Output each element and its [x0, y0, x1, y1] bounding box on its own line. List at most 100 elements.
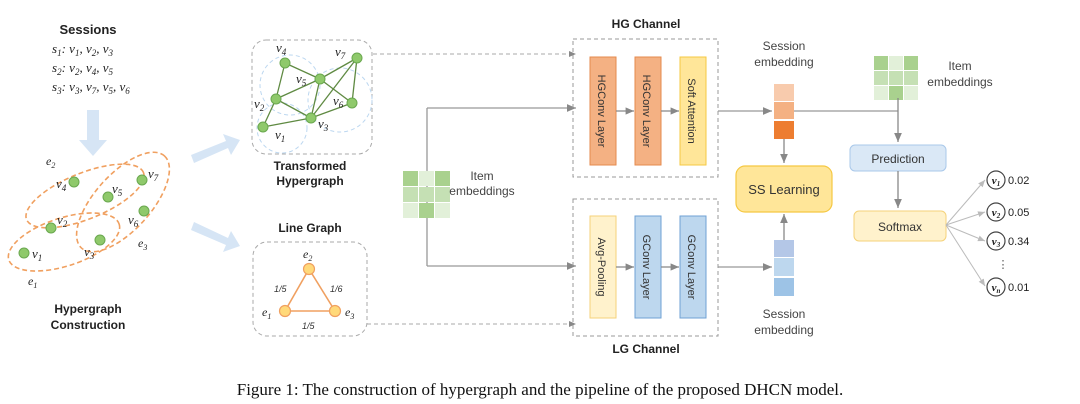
transformed-title-line2: Hypergraph	[276, 174, 343, 188]
hgconv-layer-2-label: HGConv Layer	[640, 75, 652, 148]
figure-caption: Figure 1: The construction of hypergraph…	[237, 380, 844, 399]
lg-node-e2	[302, 262, 316, 276]
lg-node-e1	[278, 304, 292, 318]
hg-channel-title: HG Channel	[612, 17, 681, 31]
ss-learning-label: SS Learning	[748, 182, 820, 197]
output-node-circle	[986, 170, 1006, 190]
embedding-cell	[874, 86, 888, 100]
session-embedding-top-line1: Session	[763, 39, 806, 53]
session-line: s2: v2, v4, v5	[52, 60, 114, 77]
hg-channel-box	[572, 38, 719, 178]
session-embedding-top-vector	[774, 84, 794, 139]
node-v7	[136, 174, 148, 186]
label-v3: v3	[84, 244, 95, 261]
down-arrow-icon	[79, 110, 107, 156]
item-embeddings-grid-right	[874, 56, 918, 100]
arrow-to-line-graph-icon	[191, 222, 240, 252]
hyperedge-e3	[75, 151, 171, 253]
output-probability: 0.02	[1008, 175, 1029, 187]
embedding-cell	[403, 187, 418, 202]
soft-attention-label: Soft Attention	[685, 78, 697, 143]
t-label-v7: v7	[335, 44, 346, 61]
softmax-box	[853, 210, 947, 242]
lg-label-e3: e3	[345, 305, 354, 321]
label-v1: v1	[32, 246, 42, 263]
label-e2: e2	[46, 154, 55, 170]
t-label-v1: v1	[275, 127, 285, 144]
item-embeddings-left-line1: Item	[470, 169, 493, 183]
output-node-circle	[986, 277, 1006, 297]
embedding-cell	[419, 203, 434, 218]
label-e1: e1	[28, 274, 37, 290]
embedding-cell	[874, 71, 888, 85]
label-e3: e3	[138, 236, 147, 252]
output-node-circle	[986, 231, 1006, 251]
node-v5	[102, 191, 114, 203]
prediction-label: Prediction	[871, 152, 924, 166]
t-label-v6: v6	[333, 93, 344, 110]
arrow-to-transformed-icon	[191, 134, 240, 163]
hyperedge-e2	[25, 163, 145, 229]
session-embedding-bottom-line1: Session	[763, 307, 806, 321]
label-v4: v4	[56, 176, 67, 193]
embedding-cell	[889, 71, 903, 85]
lg-label-e2: e2	[303, 247, 312, 263]
softmax-label: Softmax	[878, 220, 922, 234]
t-node-v1	[257, 121, 269, 133]
embedding-cell	[889, 56, 903, 70]
lg-label-e1: e1	[262, 305, 271, 321]
session-line: s3: v3, v7, v5, v6	[52, 79, 130, 96]
embedding-cell	[435, 203, 450, 218]
output-node-circle	[986, 202, 1006, 222]
item-embeddings-left-line2: embeddings	[449, 184, 514, 198]
embedding-cell	[874, 56, 888, 70]
embedding-cell	[403, 171, 418, 186]
gconv-layer-1	[634, 215, 662, 319]
output-item: v1 0.02	[986, 170, 1029, 190]
lg-channel-title: LG Channel	[612, 342, 679, 356]
embedding-cell	[904, 71, 918, 85]
t-node-v2	[270, 93, 282, 105]
session-embedding-bottom-vector	[774, 240, 794, 296]
embedding-cell	[419, 171, 434, 186]
avg-pooling-label: Avg-Pooling	[595, 237, 607, 296]
embedding-cell	[419, 187, 434, 202]
t-label-v4: v4	[276, 40, 287, 57]
node-v3	[94, 234, 106, 246]
t-label-v3: v3	[318, 116, 329, 133]
t-label-v2: v2	[254, 96, 265, 113]
gconv-layer-2	[679, 215, 707, 319]
node-v1	[18, 247, 30, 259]
session-list: s1: v1, v2, v3 s2: v2, v4, v5 s3: v3, v7, …	[52, 41, 130, 96]
weight-e1-e3: 1/5	[302, 321, 316, 331]
transformed-title-line1: Transformed	[274, 159, 347, 173]
t-node-v4	[279, 57, 291, 69]
session-embedding-bottom-line2: embedding	[754, 323, 813, 337]
embedding-cell	[889, 86, 903, 100]
item-embeddings-right-line2: embeddings	[927, 75, 992, 89]
hypergraph-title-line2: Construction	[51, 318, 126, 332]
output-node-label: v1	[992, 175, 1000, 188]
weight-e2-e3: 1/6	[330, 284, 343, 294]
hypergraph	[7, 151, 171, 272]
t-node-v5	[314, 73, 326, 85]
item-embeddings-grid-left	[403, 171, 450, 218]
t-node-v3	[305, 112, 317, 124]
label-v7: v7	[148, 166, 159, 183]
gconv-layer-1-label: GConv Layer	[640, 235, 652, 300]
t-node-v6	[346, 97, 358, 109]
gconv-layer-2-label: GConv Layer	[685, 235, 697, 300]
hypergraph-title-line1: Hypergraph	[54, 302, 121, 316]
node-v2	[45, 222, 57, 234]
label-v6: v6	[128, 212, 139, 229]
weight-e1-e2: 1/5	[274, 284, 288, 294]
soft-attention-layer	[679, 56, 707, 166]
ellipsis: ⋮	[998, 259, 1009, 271]
session-line: s1: v1, v2, v3	[52, 41, 114, 58]
hgconv-layer-2	[634, 56, 662, 166]
embedding-cell	[435, 187, 450, 202]
output-probability: 0.05	[1008, 207, 1029, 219]
